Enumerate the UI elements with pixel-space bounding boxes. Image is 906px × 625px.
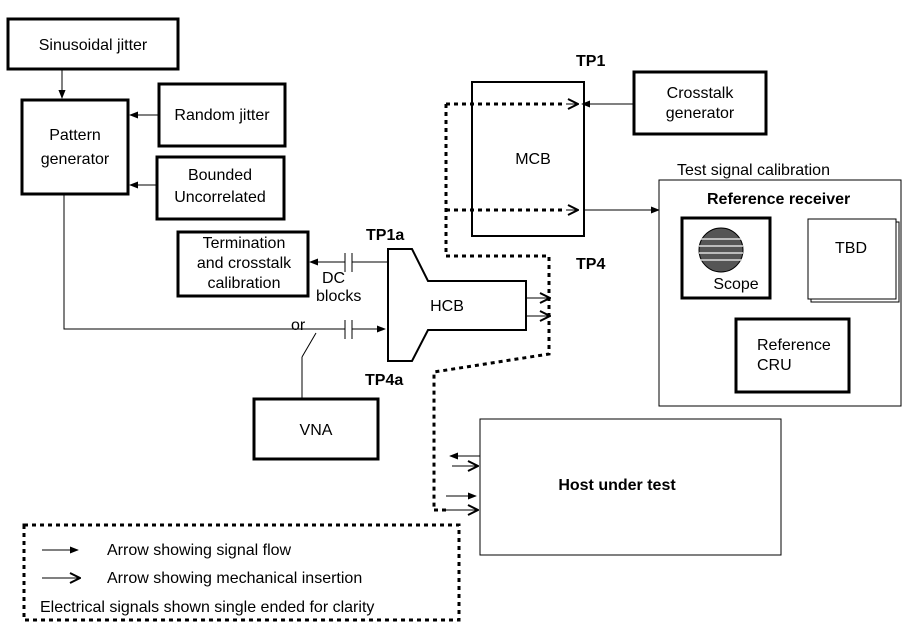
reference-cru-box: Reference CRU [734, 317, 851, 394]
crosstalk-generator-label: generator [666, 105, 735, 122]
crosstalk-generator-box: Crosstalk generator [632, 70, 768, 136]
scope-screen-icon [698, 227, 744, 273]
hcb-board: HCB [387, 248, 527, 362]
pattern-generator-box: Pattern generator [20, 98, 130, 196]
tbd-label: TBD [835, 240, 867, 257]
random-jitter-label: Random jitter [174, 107, 270, 124]
tbd-box: TBD [807, 218, 900, 303]
tp4-label: TP4 [576, 256, 605, 273]
scope-box: Scope [680, 216, 772, 300]
reference-cru-label-1: Reference [757, 337, 831, 354]
mcb-dotted-path [432, 104, 551, 510]
host-under-test-box: Host under test [479, 418, 782, 556]
termination-calibration-box: Termination and crosstalk calibration [176, 230, 310, 298]
vna-label: VNA [300, 422, 333, 439]
blocks-label: blocks [316, 288, 361, 305]
scope-label: Scope [713, 276, 758, 293]
crosstalk-cal-label: and crosstalk [197, 255, 292, 272]
bounded-label: Bounded [188, 167, 252, 184]
mcb-board: MCB [471, 81, 585, 237]
bounded-uncorrelated-box: Bounded Uncorrelated [155, 155, 286, 221]
or-label: or [291, 317, 306, 334]
hcb-label: HCB [430, 298, 464, 315]
dc-block-capacitor-lower [344, 320, 353, 339]
dc-label: DC [322, 270, 345, 287]
test-signal-calibration-label: Test signal calibration [677, 162, 830, 179]
pattern-generator-label-1: Pattern [49, 127, 101, 144]
tp1-label: TP1 [576, 53, 605, 70]
legend-note: Electrical signals shown single ended fo… [40, 599, 374, 616]
tp1a-label: TP1a [366, 227, 404, 244]
reference-cru-label-2: CRU [757, 357, 792, 374]
mcb-label: MCB [515, 151, 551, 168]
legend: Arrow showing signal flow Arrow showing … [22, 523, 461, 622]
sinusoidal-jitter-box: Sinusoidal jitter [6, 17, 180, 71]
legend-mechanical-insertion: Arrow showing mechanical insertion [107, 570, 362, 587]
uncorrelated-label: Uncorrelated [174, 189, 266, 206]
tp4a-label: TP4a [365, 372, 403, 389]
pattern-output-line [63, 194, 340, 330]
random-jitter-box: Random jitter [157, 82, 287, 148]
legend-signal-flow: Arrow showing signal flow [107, 542, 292, 559]
switch-line [301, 332, 317, 358]
calibration-label: calibration [208, 275, 281, 292]
vna-box: VNA [252, 397, 380, 461]
termination-label: Termination [203, 235, 286, 252]
sinusoidal-jitter-label: Sinusoidal jitter [39, 37, 148, 54]
pattern-generator-label-2: generator [41, 151, 110, 168]
reference-receiver-label: Reference receiver [707, 191, 850, 208]
host-under-test-label: Host under test [558, 477, 676, 494]
crosstalk-label: Crosstalk [667, 85, 735, 102]
dc-block-capacitor-upper [344, 253, 353, 272]
